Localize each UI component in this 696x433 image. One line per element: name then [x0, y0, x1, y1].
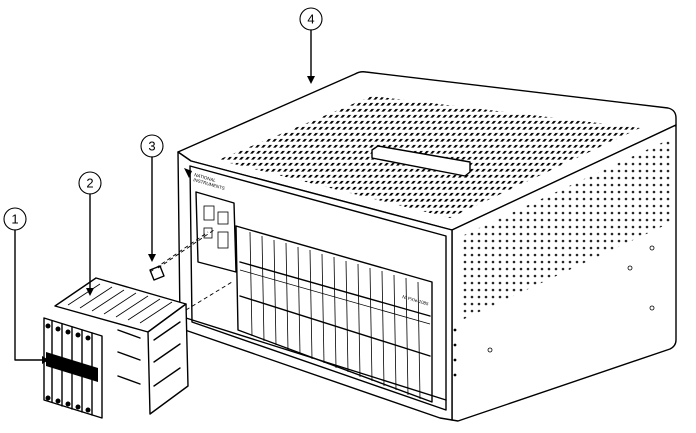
screw	[649, 245, 655, 251]
screw	[487, 347, 493, 353]
front-bezel	[189, 165, 447, 411]
svg-text:4: 4	[307, 12, 314, 27]
callout-1: 1	[3, 207, 49, 364]
controller-port	[203, 227, 213, 239]
module-top-vents	[67, 283, 173, 324]
slot-bay	[235, 225, 433, 403]
front-bottom-trim	[185, 317, 447, 401]
module-pack-side	[147, 303, 189, 415]
screw	[649, 305, 655, 311]
callout-4: 4	[299, 7, 323, 84]
callout-3: 3	[140, 134, 164, 262]
controller-port	[203, 205, 215, 221]
chassis: NATIONAL INSTRUMENTS NI PXIe-1085	[177, 71, 677, 422]
insertion-guide-lines	[149, 229, 233, 311]
controller-port	[217, 211, 229, 225]
module-connector	[149, 265, 165, 281]
side-vent-grid	[462, 138, 672, 320]
svg-text:NATIONAL: NATIONAL	[194, 172, 217, 183]
callout-2: 2	[78, 171, 102, 296]
module-side-slots	[117, 321, 181, 387]
screw	[627, 265, 633, 271]
slot-guides	[239, 231, 431, 400]
controller-port	[217, 231, 229, 249]
svg-text:3: 3	[148, 139, 155, 154]
front-right-dots	[453, 328, 457, 377]
module-faceplates	[45, 320, 98, 416]
svg-text:2: 2	[86, 176, 93, 191]
svg-text:1: 1	[11, 212, 18, 227]
carry-handle	[371, 145, 471, 177]
controller-module	[195, 191, 237, 273]
module-pack	[43, 265, 189, 419]
